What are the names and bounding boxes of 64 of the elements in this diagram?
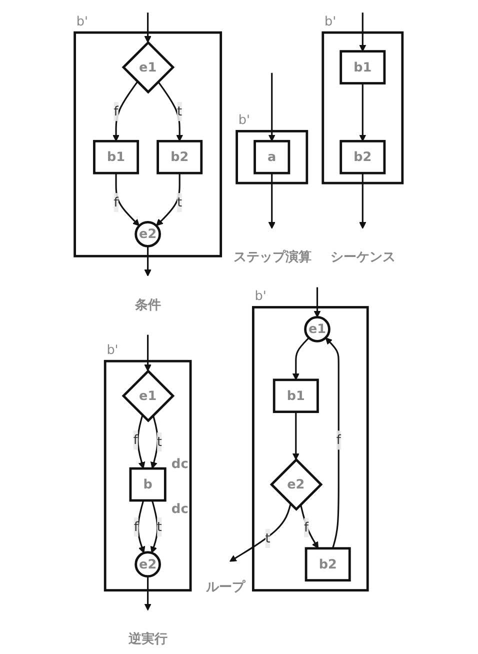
arrow xyxy=(144,576,152,611)
node-label: b' xyxy=(76,13,88,29)
edge-label: f xyxy=(134,518,139,534)
edge-label: t xyxy=(157,434,162,450)
node-circle: e1 xyxy=(304,316,331,342)
arrow xyxy=(144,246,152,276)
cluster xyxy=(104,360,192,592)
node-box: b1 xyxy=(93,140,140,174)
arrow xyxy=(137,415,146,469)
edge-label: t xyxy=(177,104,182,119)
node-label: b' xyxy=(107,342,119,358)
arrow xyxy=(144,334,152,372)
node-box: a xyxy=(254,140,291,174)
node-box: b2 xyxy=(305,547,352,582)
cluster xyxy=(322,31,404,184)
node-label: b' xyxy=(238,112,250,128)
arrow xyxy=(268,72,276,142)
node-label: b' xyxy=(324,13,337,29)
edge-label: t xyxy=(266,530,271,546)
caption-text: dc xyxy=(171,457,188,472)
node-diamond: e2 xyxy=(270,458,324,511)
node-label: b' xyxy=(255,288,267,304)
node-box: b2 xyxy=(157,140,203,174)
node-box: b xyxy=(130,467,167,502)
node-circle: e2 xyxy=(135,221,162,248)
node-diamond: e1 xyxy=(122,369,176,422)
edge-label: f xyxy=(114,194,119,210)
arrow xyxy=(158,81,184,142)
arrow xyxy=(360,12,367,52)
caption-text: 逆実行 xyxy=(128,630,168,648)
arrow xyxy=(360,173,367,229)
arrow xyxy=(112,81,139,142)
arrow xyxy=(268,173,276,229)
caption-text: ステップ演算 xyxy=(233,248,312,266)
edge-label: f xyxy=(114,104,119,119)
arrow xyxy=(300,504,319,549)
edge-label: f xyxy=(304,520,309,535)
edge-label: f xyxy=(336,432,342,448)
arrow xyxy=(292,412,300,460)
edge-label: t xyxy=(177,194,182,210)
arrow xyxy=(360,83,367,142)
arrow xyxy=(292,337,310,380)
caption-text: ループ xyxy=(206,578,245,596)
node-box: b2 xyxy=(340,140,386,174)
arrow xyxy=(116,173,140,226)
arrow xyxy=(314,287,322,318)
cluster xyxy=(74,31,222,258)
cluster xyxy=(252,306,370,592)
arrow xyxy=(156,173,181,226)
node-diamond: e1 xyxy=(122,40,176,94)
edge-label: f xyxy=(134,432,138,448)
arrow xyxy=(144,12,152,43)
cluster xyxy=(236,130,308,184)
node-box: b1 xyxy=(273,378,320,414)
arrow xyxy=(150,500,159,554)
caption-text: シーケンス xyxy=(330,249,396,266)
arrow xyxy=(230,504,292,562)
node-box: b1 xyxy=(340,50,386,84)
caption-text: dc xyxy=(171,502,188,518)
arrow xyxy=(326,337,340,549)
arrow xyxy=(150,415,159,469)
edge-label: t xyxy=(157,518,162,534)
caption-text: 条件 xyxy=(135,296,162,314)
node-circle: e2 xyxy=(135,551,162,578)
